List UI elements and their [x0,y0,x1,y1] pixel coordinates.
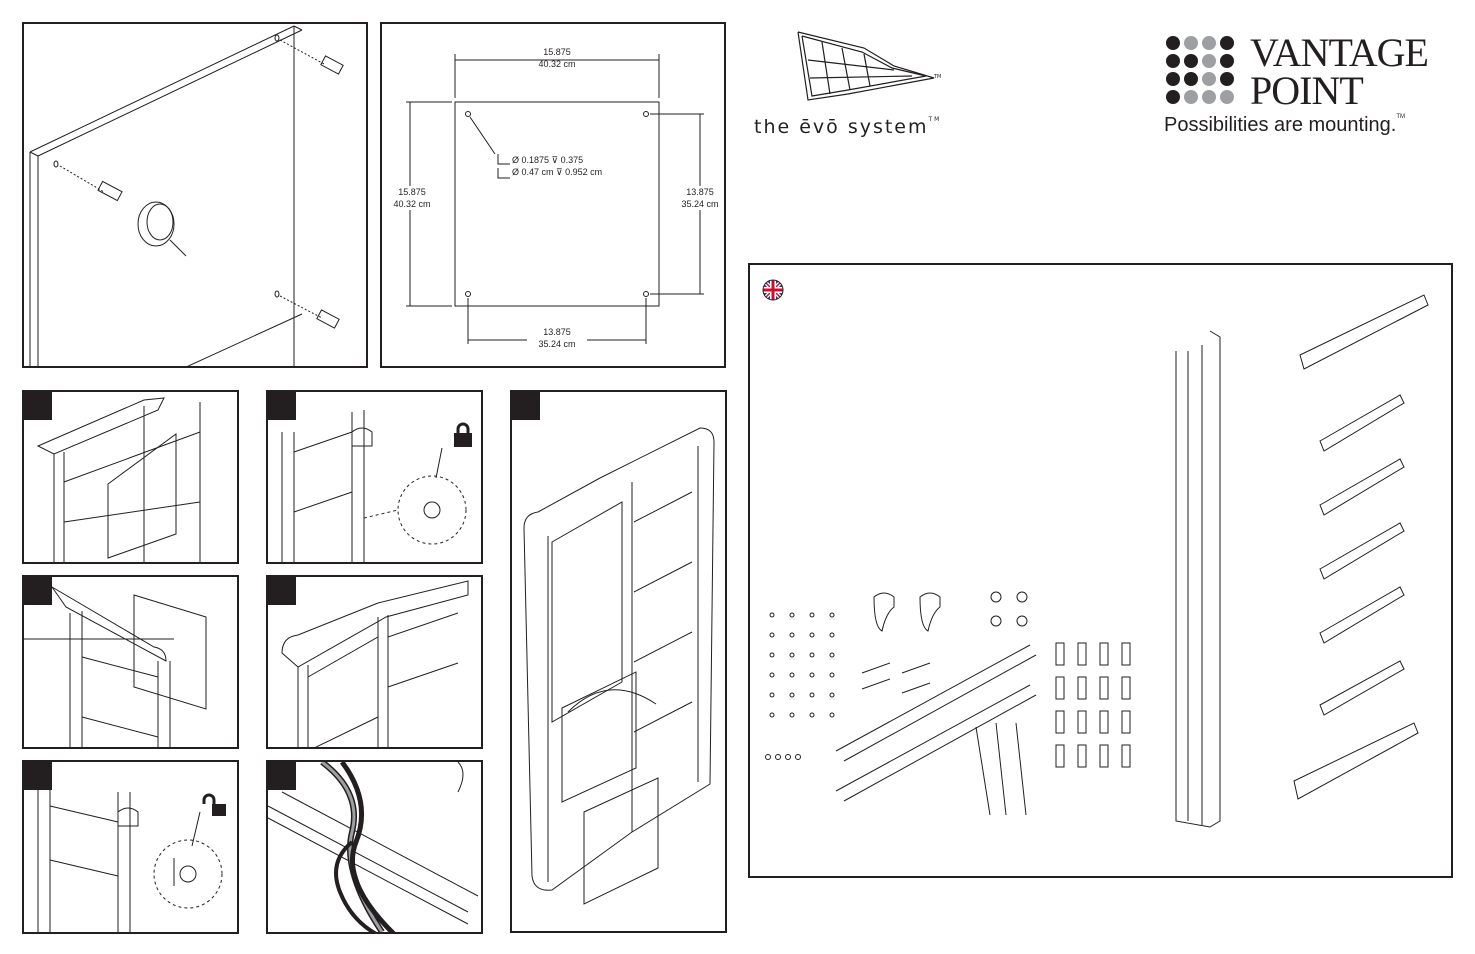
step-1-tab [24,392,52,420]
bottom-spacing-in: 13.875 [543,327,571,337]
vantage-point-dot-mark [1166,36,1234,104]
step-panel-4 [22,575,239,749]
tagline-tm: TM [1396,114,1406,120]
evo-logo-tm-mark: TM [933,74,941,80]
step-panel-5 [266,575,483,749]
right-spacing-dimension: 13.875 35.24 cm [674,186,724,210]
step-panel-3 [510,390,727,933]
top-width-cm: 40.32 cm [538,59,576,69]
step-3-illustration [523,427,715,905]
dimension-drawing [406,54,704,344]
top-width-dimension: 15.875 40.32 cm [527,46,587,70]
step-5-tab [268,577,296,605]
evo-logo-text: the ēvō systemTM [754,116,941,138]
vantage-point-logo: VANTAGE POINT Possibilities are mounting… [1164,30,1454,144]
hole-spec-cm: Ø 0.47 cm ⊽ 0.952 cm [512,167,603,177]
tagline-text: Possibilities are mounting. [1164,114,1397,136]
step-4-illustration [24,586,207,747]
parts-illustration [765,294,1429,828]
step-panel-6 [22,760,239,934]
tagline: Possibilities are mounting.TM [1164,114,1405,137]
left-height-in: 15.875 [398,187,426,197]
hole-spec-inches: Ø 0.1875 ⊽ 0.375 [512,155,584,165]
step-4-tab [24,577,52,605]
step-panel-1 [22,390,239,564]
plate-dimensions-panel: 15.875 40.32 cm 15.875 40.32 cm 13.875 3… [380,22,726,368]
bottom-spacing-dimension: 13.875 35.24 cm [527,326,587,350]
evo-logo-wordmark: the ēvō system [754,116,929,138]
step-2-tab [268,392,296,420]
step-6-illustration [37,776,223,932]
step-panel-2 [266,390,483,564]
evo-panel-logo-mark: TM [797,31,941,101]
lock-icon [454,422,472,447]
step-3-tab [512,392,540,420]
uk-flag-icon [762,279,784,301]
step-7-illustration [268,762,479,932]
company-name-line2: POINT [1250,68,1364,113]
right-spacing-in: 13.875 [686,187,714,197]
parts-list-panel [748,263,1453,878]
step-1-illustration [36,397,201,562]
left-height-dimension: 15.875 40.32 cm [384,186,440,210]
evo-logo-tm: TM [928,116,942,123]
screw-grid [765,612,835,760]
step-7-tab [268,762,296,790]
plate-mount-illustration [29,25,344,366]
company-name-line1: VANTAGE [1250,30,1429,75]
plate-mount-panel [22,22,368,368]
step-panel-7 [266,760,483,934]
left-height-cm: 40.32 cm [393,199,431,209]
unlock-icon [202,793,226,816]
evo-system-logo: TM the ēvō systemTM [754,28,984,148]
step-5-illustration [281,580,469,747]
top-width-in: 15.875 [543,47,571,57]
step-2-illustration [281,410,467,562]
right-spacing-cm: 35.24 cm [681,199,719,209]
bottom-spacing-cm: 35.24 cm [538,339,576,349]
